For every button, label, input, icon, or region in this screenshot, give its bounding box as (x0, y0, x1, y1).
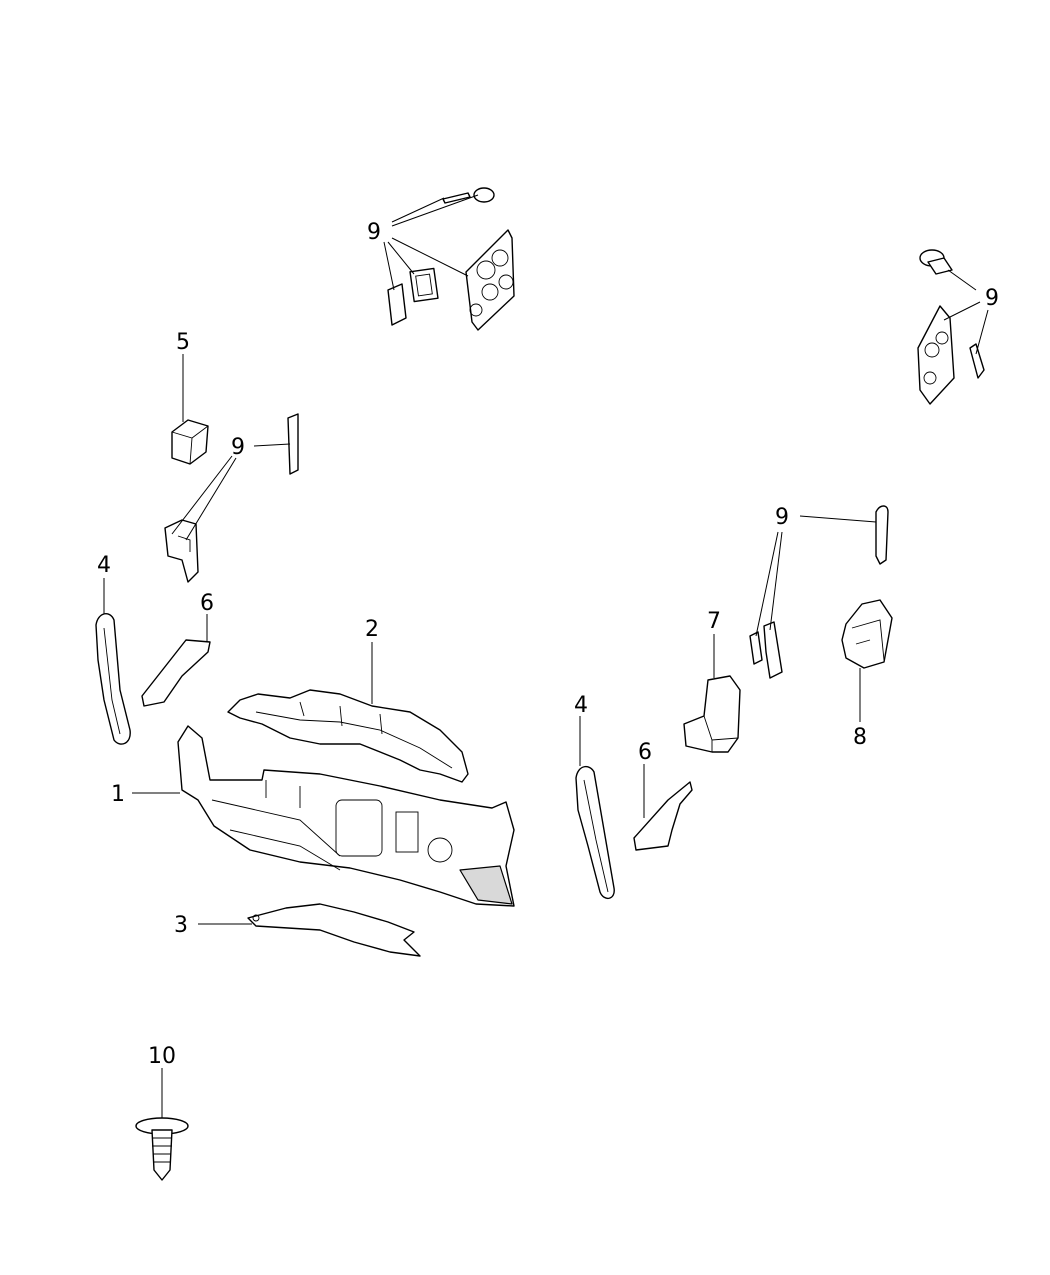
part-2-upper-silencer (227, 689, 469, 783)
part-5-block (171, 419, 209, 465)
leader-9-rt-c (975, 309, 989, 355)
callout-2: 2 (365, 617, 379, 642)
part-10-push-pin (135, 1117, 189, 1181)
leaders-9-top (383, 194, 479, 291)
part-4-left (95, 613, 131, 745)
leader-9-left-a (253, 443, 291, 447)
callout-4-left: 4 (97, 553, 111, 578)
callout-3: 3 (174, 913, 188, 938)
part-8 (841, 599, 893, 669)
silencer-pad-group-right-top (917, 249, 985, 405)
leader-9-rt-b (943, 301, 981, 321)
callout-1: 1 (111, 782, 125, 807)
leader-9-rm-b (755, 531, 779, 637)
callout-5: 5 (176, 330, 190, 355)
part-7 (683, 675, 741, 753)
callout-6-left: 6 (200, 591, 214, 616)
callout-6-right: 6 (638, 740, 652, 765)
callout-10: 10 (148, 1044, 176, 1069)
callout-9-right-top: 9 (985, 286, 999, 311)
part-6-left (141, 639, 211, 707)
silencer-pad-group-right-mid (749, 505, 889, 679)
part-4-right (575, 765, 615, 899)
silencer-pad-group-left (164, 413, 299, 583)
callout-9-top: 9 (367, 220, 381, 245)
silencer-pad-group-top (387, 187, 515, 331)
part-3 (247, 903, 421, 957)
part-6-right (633, 781, 693, 851)
leader-9-left-b (171, 455, 233, 535)
leader-9-rm-c (769, 531, 783, 631)
callout-9-left: 9 (231, 435, 245, 460)
callout-9-right-mid: 9 (775, 505, 789, 530)
callout-4-right: 4 (574, 693, 588, 718)
callout-7: 7 (707, 609, 721, 634)
leader-9-rt-a (947, 269, 977, 291)
part-1-dash-panel (177, 725, 515, 907)
leader-9-rm-a (799, 515, 877, 523)
callout-8: 8 (853, 725, 867, 750)
leader-9-left-c (185, 457, 237, 541)
